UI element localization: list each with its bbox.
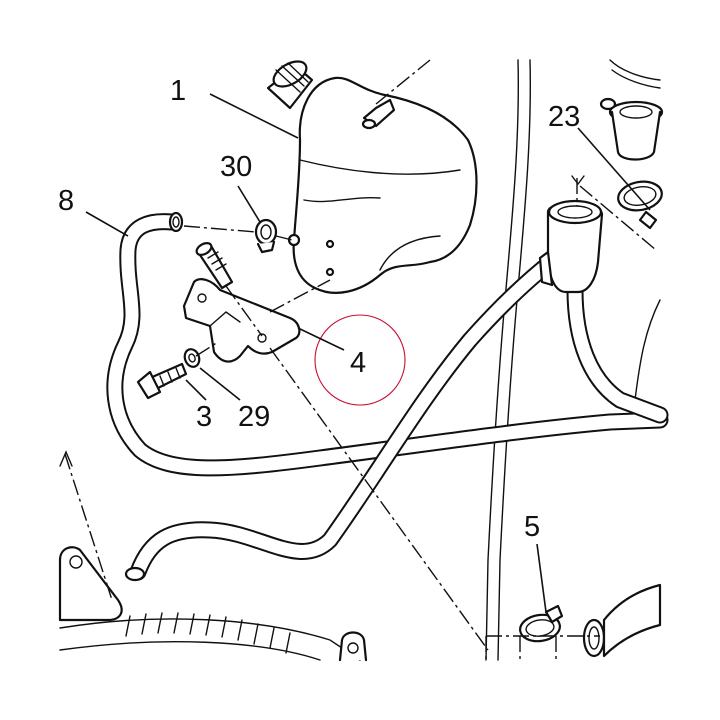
long-bolt bbox=[195, 242, 234, 290]
bracket-4 bbox=[182, 278, 301, 363]
assembly-lines bbox=[59, 59, 657, 660]
upper-fitting bbox=[599, 97, 664, 161]
engine-housing bbox=[58, 546, 368, 662]
callout-4: 4 bbox=[350, 347, 366, 379]
callout-3: 3 bbox=[196, 401, 212, 433]
hose-8 bbox=[106, 211, 669, 477]
highlight-circle bbox=[314, 314, 406, 406]
hose-main bbox=[124, 246, 669, 582]
clip-30 bbox=[254, 218, 278, 254]
callout-1: 1 bbox=[170, 75, 186, 107]
callout-29: 29 bbox=[238, 401, 270, 433]
callout-30: 30 bbox=[220, 151, 252, 183]
callout-8: 8 bbox=[58, 185, 74, 217]
washer-29 bbox=[183, 348, 201, 368]
callout-23: 23 bbox=[548, 101, 580, 133]
callouts: 1 8 30 4 3 29 23 5 bbox=[58, 75, 580, 543]
clamp-23 bbox=[617, 180, 663, 230]
clamp-5 bbox=[519, 604, 564, 643]
callout-5: 5 bbox=[524, 511, 540, 543]
bolt-3 bbox=[136, 362, 188, 400]
lower-fitting bbox=[582, 583, 662, 658]
outlet-connector bbox=[538, 199, 604, 294]
leader-lines bbox=[85, 93, 651, 613]
reservoir-tank bbox=[266, 60, 478, 294]
